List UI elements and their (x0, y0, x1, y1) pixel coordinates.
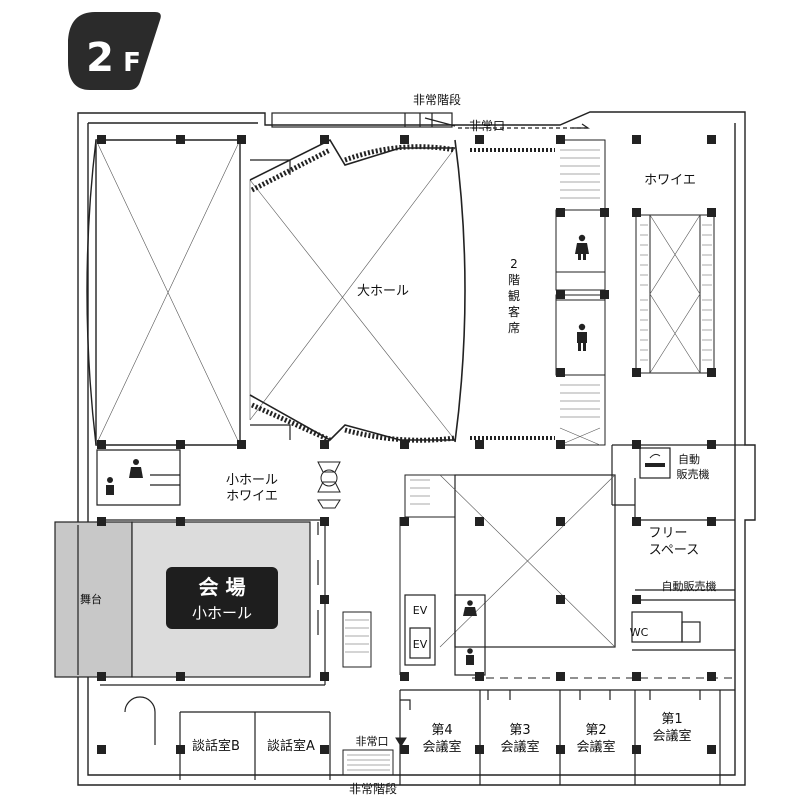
label-vending-2: 販売機 (677, 467, 710, 481)
label-emergency-exit-bottom: 非常口 (356, 735, 389, 748)
floor-letter: F (123, 48, 141, 78)
label-grand-hall: 大ホール (357, 284, 409, 299)
toilet-icon (575, 234, 589, 260)
grand-hall (86, 138, 555, 446)
right-wing (611, 444, 745, 651)
atrium (439, 474, 616, 648)
elevator-bank (404, 594, 486, 676)
label-lounge-b: 談話室B (192, 738, 240, 754)
label-ev-2: EV (413, 638, 428, 651)
escalators (635, 214, 715, 374)
venue-subtitle: 小ホール (192, 604, 252, 622)
floor-badge: 2 F (68, 12, 161, 90)
label-emergency-stairs-top: 非常階段 (413, 92, 461, 107)
label-stage: 舞台 (80, 592, 102, 606)
label-lounge-a: 談話室A (267, 738, 315, 754)
toilet-icon (577, 323, 587, 351)
door-symbol (317, 461, 341, 509)
central-stairs (342, 474, 456, 675)
label-balcony-seat-3: 客 (508, 304, 520, 319)
label-balcony-seat-1: 階 (508, 272, 520, 287)
venue-title: 会 場 (199, 575, 246, 599)
stage (54, 521, 133, 678)
label-conf3-1: 第3 (509, 723, 530, 738)
label-conf1-1: 第1 (661, 712, 682, 727)
label-vending-machine: 自動販売機 (662, 579, 717, 593)
toilet-icon (463, 600, 477, 616)
bottom-emergency-stair (342, 737, 407, 776)
label-emergency-exit-top: 非常口 (469, 119, 505, 133)
label-balcony-seat-2: 観 (508, 289, 520, 303)
label-small-hall-foyer-2: ホワイエ (226, 489, 278, 504)
label-wc: WC (630, 626, 649, 639)
label-conf2-1: 第2 (585, 723, 606, 738)
label-balcony-seat-4: 席 (508, 320, 520, 335)
label-ev-1: EV (413, 604, 428, 617)
balcony-stairs (555, 139, 606, 446)
label-conf3-2: 会議室 (500, 739, 539, 755)
venue-badge: 会 場 小ホール (166, 567, 278, 629)
label-conf1-2: 会議室 (652, 728, 691, 744)
label-small-hall-foyer-1: 小ホール (226, 473, 278, 488)
label-free-space-1: フリー (648, 526, 687, 541)
label-balcony-seat-0: 2 (510, 257, 518, 271)
label-vending-1: 自動 (678, 452, 700, 466)
top-emergency-stair (271, 112, 590, 129)
label-conf2-2: 会議室 (576, 739, 615, 755)
label-foyer: ホワイエ (644, 173, 696, 188)
toilet-icon (106, 477, 114, 495)
label-conf4-1: 第4 (431, 723, 452, 738)
columns (97, 135, 716, 754)
label-free-space-2: スペース (649, 543, 699, 558)
smoking-area (639, 447, 671, 479)
floor-number: 2 (86, 35, 114, 81)
small-hall-walls (96, 449, 326, 686)
label-emergency-stairs-bottom: 非常階段 (349, 781, 397, 796)
toilet-icon (466, 648, 474, 665)
toilet-icon (129, 459, 143, 478)
label-conf4-2: 会議室 (422, 739, 461, 755)
